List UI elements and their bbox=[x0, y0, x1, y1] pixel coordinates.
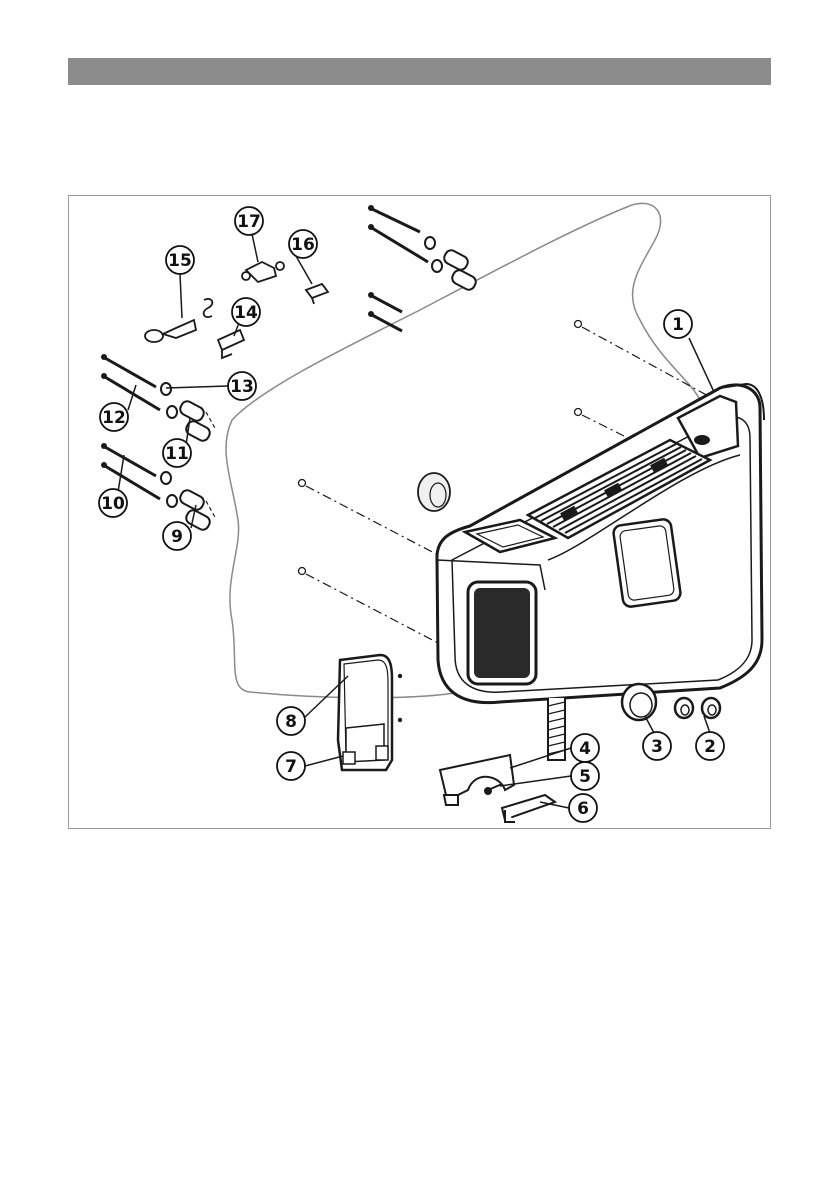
callout-number: 16 bbox=[291, 235, 315, 255]
callout-14: 14 bbox=[232, 298, 260, 326]
callout-3: 3 bbox=[643, 732, 671, 760]
mount-hole bbox=[299, 480, 306, 487]
clamp-screw bbox=[485, 784, 502, 794]
grommet-small bbox=[675, 698, 720, 718]
callout-number: 1 bbox=[672, 315, 684, 335]
callout-number: 17 bbox=[237, 212, 261, 232]
callout-1: 1 bbox=[664, 310, 692, 338]
callout-number: 2 bbox=[704, 737, 716, 757]
grommet-large bbox=[622, 684, 656, 720]
callout-7: 7 bbox=[277, 752, 305, 780]
callout-16: 16 bbox=[289, 230, 317, 258]
callout-number: 9 bbox=[171, 527, 183, 547]
mount-hole bbox=[575, 321, 582, 328]
callout-number: 5 bbox=[579, 767, 591, 787]
callout-6: 6 bbox=[569, 794, 597, 822]
mount-hole bbox=[575, 409, 582, 416]
callout-number: 14 bbox=[234, 303, 258, 323]
front-air-grille bbox=[468, 582, 536, 684]
mounting-screws-upper bbox=[372, 209, 428, 331]
callout-2: 2 bbox=[696, 732, 724, 760]
washers-upper bbox=[425, 237, 442, 272]
hose-clamp bbox=[440, 755, 514, 805]
sensor-clip bbox=[242, 262, 284, 282]
callout-5: 5 bbox=[571, 762, 599, 790]
callout-number: 8 bbox=[285, 712, 297, 732]
callout-12: 12 bbox=[100, 403, 128, 431]
callout-number: 10 bbox=[101, 494, 125, 514]
callout-number: 7 bbox=[285, 757, 297, 777]
callout-number: 3 bbox=[651, 737, 663, 757]
callout-15: 15 bbox=[166, 246, 194, 274]
callout-10: 10 bbox=[99, 489, 127, 517]
thermal-switch-assembly bbox=[145, 299, 212, 342]
callout-number: 15 bbox=[168, 251, 192, 271]
callout-17: 17 bbox=[235, 207, 263, 235]
spacers-upper bbox=[442, 248, 478, 292]
callout-13: 13 bbox=[228, 372, 256, 400]
callout-4: 4 bbox=[571, 734, 599, 762]
bracket-14 bbox=[218, 330, 244, 358]
bracket-16 bbox=[306, 284, 328, 304]
callout-number: 13 bbox=[230, 377, 254, 397]
connector-cover bbox=[338, 655, 392, 770]
callout-number: 12 bbox=[102, 408, 126, 428]
callout-11: 11 bbox=[163, 439, 191, 467]
callout-8: 8 bbox=[277, 707, 305, 735]
mount-hole bbox=[299, 568, 306, 575]
callout-number: 4 bbox=[579, 739, 591, 759]
clamp-bracket bbox=[502, 795, 555, 822]
callout-number: 6 bbox=[577, 799, 589, 819]
callout-number: 11 bbox=[165, 444, 189, 464]
callout-9: 9 bbox=[163, 522, 191, 550]
